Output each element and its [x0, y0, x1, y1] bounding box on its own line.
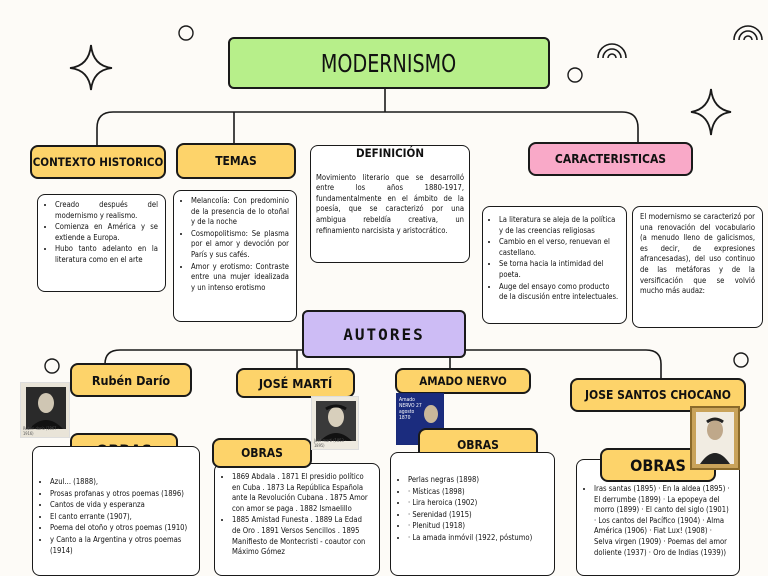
photo-caption: José martí (1853 - 1895) — [314, 438, 347, 448]
list-item: Azul... (1888), — [50, 477, 192, 488]
author-name-marti: JOSÉ MARTÍ — [236, 368, 355, 398]
author-photo-dario: Rubén darío (1867 - 1916) — [20, 382, 70, 438]
portrait-icon — [692, 408, 738, 468]
obras-panel-nervo: Perlas negras (1898) · Místicas (1898) ·… — [390, 452, 555, 576]
temas-panel: Melancolía: Con predominio de la presenc… — [173, 190, 297, 322]
list-item: Cosmopolitismo: Se plasma por el amor y … — [191, 229, 289, 261]
list-item: Auge del ensayo como producto de la disc… — [499, 282, 620, 303]
list-item: La literatura se aleja de la política y … — [499, 215, 620, 236]
rainbow-doodle-icon — [597, 25, 763, 59]
main-title: MODERNISMO — [321, 48, 457, 78]
obras-panel-marti: 1869 Abdala . 1871 El presidio político … — [214, 463, 380, 576]
definicion-panel: DEFINICIÓN Movimiento literario que se d… — [310, 145, 470, 263]
list-item: Prosas profanas y otros poemas (1896) — [50, 489, 192, 500]
list-item: Perlas negras (1898) — [408, 475, 547, 486]
obras-header-marti: OBRAS — [212, 438, 312, 468]
list-item: Creado después del modernismo y realismo… — [55, 200, 158, 221]
caracteristicas-list-panel: La literatura se aleja de la política y … — [482, 206, 627, 324]
list-item: Poema del otoño y otros poemas (1910) — [50, 523, 192, 534]
list-item: 1885 Amistad Funesta . 1889 La Edad de O… — [232, 515, 372, 557]
list-item: · Serenidad (1915) — [408, 510, 547, 521]
author-photo-chocano — [690, 406, 740, 470]
autores-label: AUTORES — [343, 324, 425, 344]
list-item: El canto errante (1907), — [50, 512, 192, 523]
list-item: Comienza en América y se extiende a Euro… — [55, 222, 158, 243]
definicion-text: Movimiento literario que se desarrolló e… — [316, 172, 464, 235]
obras-panel-dario: Azul... (1888), Prosas profanas y otros … — [32, 446, 200, 576]
list-item: · La amada inmóvil (1922, póstumo) — [408, 533, 547, 544]
list-item: Melancolía: Con predominio de la presenc… — [191, 196, 289, 228]
autores-box: AUTORES — [302, 310, 466, 358]
list-item: Cantos de vida y esperanza — [50, 500, 192, 511]
main-title-box: MODERNISMO — [228, 37, 550, 89]
author-name-dario: Rubén Darío — [70, 363, 192, 397]
contexto-panel: Creado después del modernismo y realismo… — [37, 194, 166, 292]
list-item: Amor y erotismo: Contraste entre una muj… — [191, 262, 289, 294]
caracteristicas-text-panel: El modernismo se caracterizó por una ren… — [632, 206, 763, 328]
author-photo-marti: José martí (1853 - 1895) — [311, 396, 359, 450]
list-item: · Místicas (1898) — [408, 487, 547, 498]
caracteristicas-header: CARACTERISTICAS — [528, 142, 693, 176]
list-item: Se torna hacia la intimidad del poeta. — [499, 259, 620, 280]
portrait-icon — [312, 397, 358, 449]
list-item: 1869 Abdala . 1871 El presidio político … — [232, 472, 372, 514]
list-item: y Canto a la Argentina y otros poemas (1… — [50, 535, 192, 556]
photo-caption: Rubén darío (1867 - 1916) — [23, 426, 59, 436]
sparkle-icon — [69, 44, 732, 136]
list-item: Cambio en el verso, renuevan el castella… — [499, 237, 620, 258]
contexto-header: CONTEXTO HISTORICO — [30, 145, 166, 179]
list-item: · Lira heroica (1902) — [408, 498, 547, 509]
definicion-header: DEFINICIÓN — [356, 146, 424, 160]
author-name-nervo: AMADO NERVO — [395, 368, 531, 394]
list-item: Iras santas (1895) · En la aldea (1895) … — [594, 484, 732, 558]
temas-header: TEMAS — [176, 143, 296, 179]
circle-doodle-icon — [44, 25, 749, 374]
portrait-icon — [21, 383, 69, 437]
list-item: Hubo tanto adelanto en la literatura com… — [55, 244, 158, 265]
photo-caption: Amado NERVO 27 agosto 1870 — [399, 397, 422, 421]
list-item: · Plenitud (1918) — [408, 521, 547, 532]
